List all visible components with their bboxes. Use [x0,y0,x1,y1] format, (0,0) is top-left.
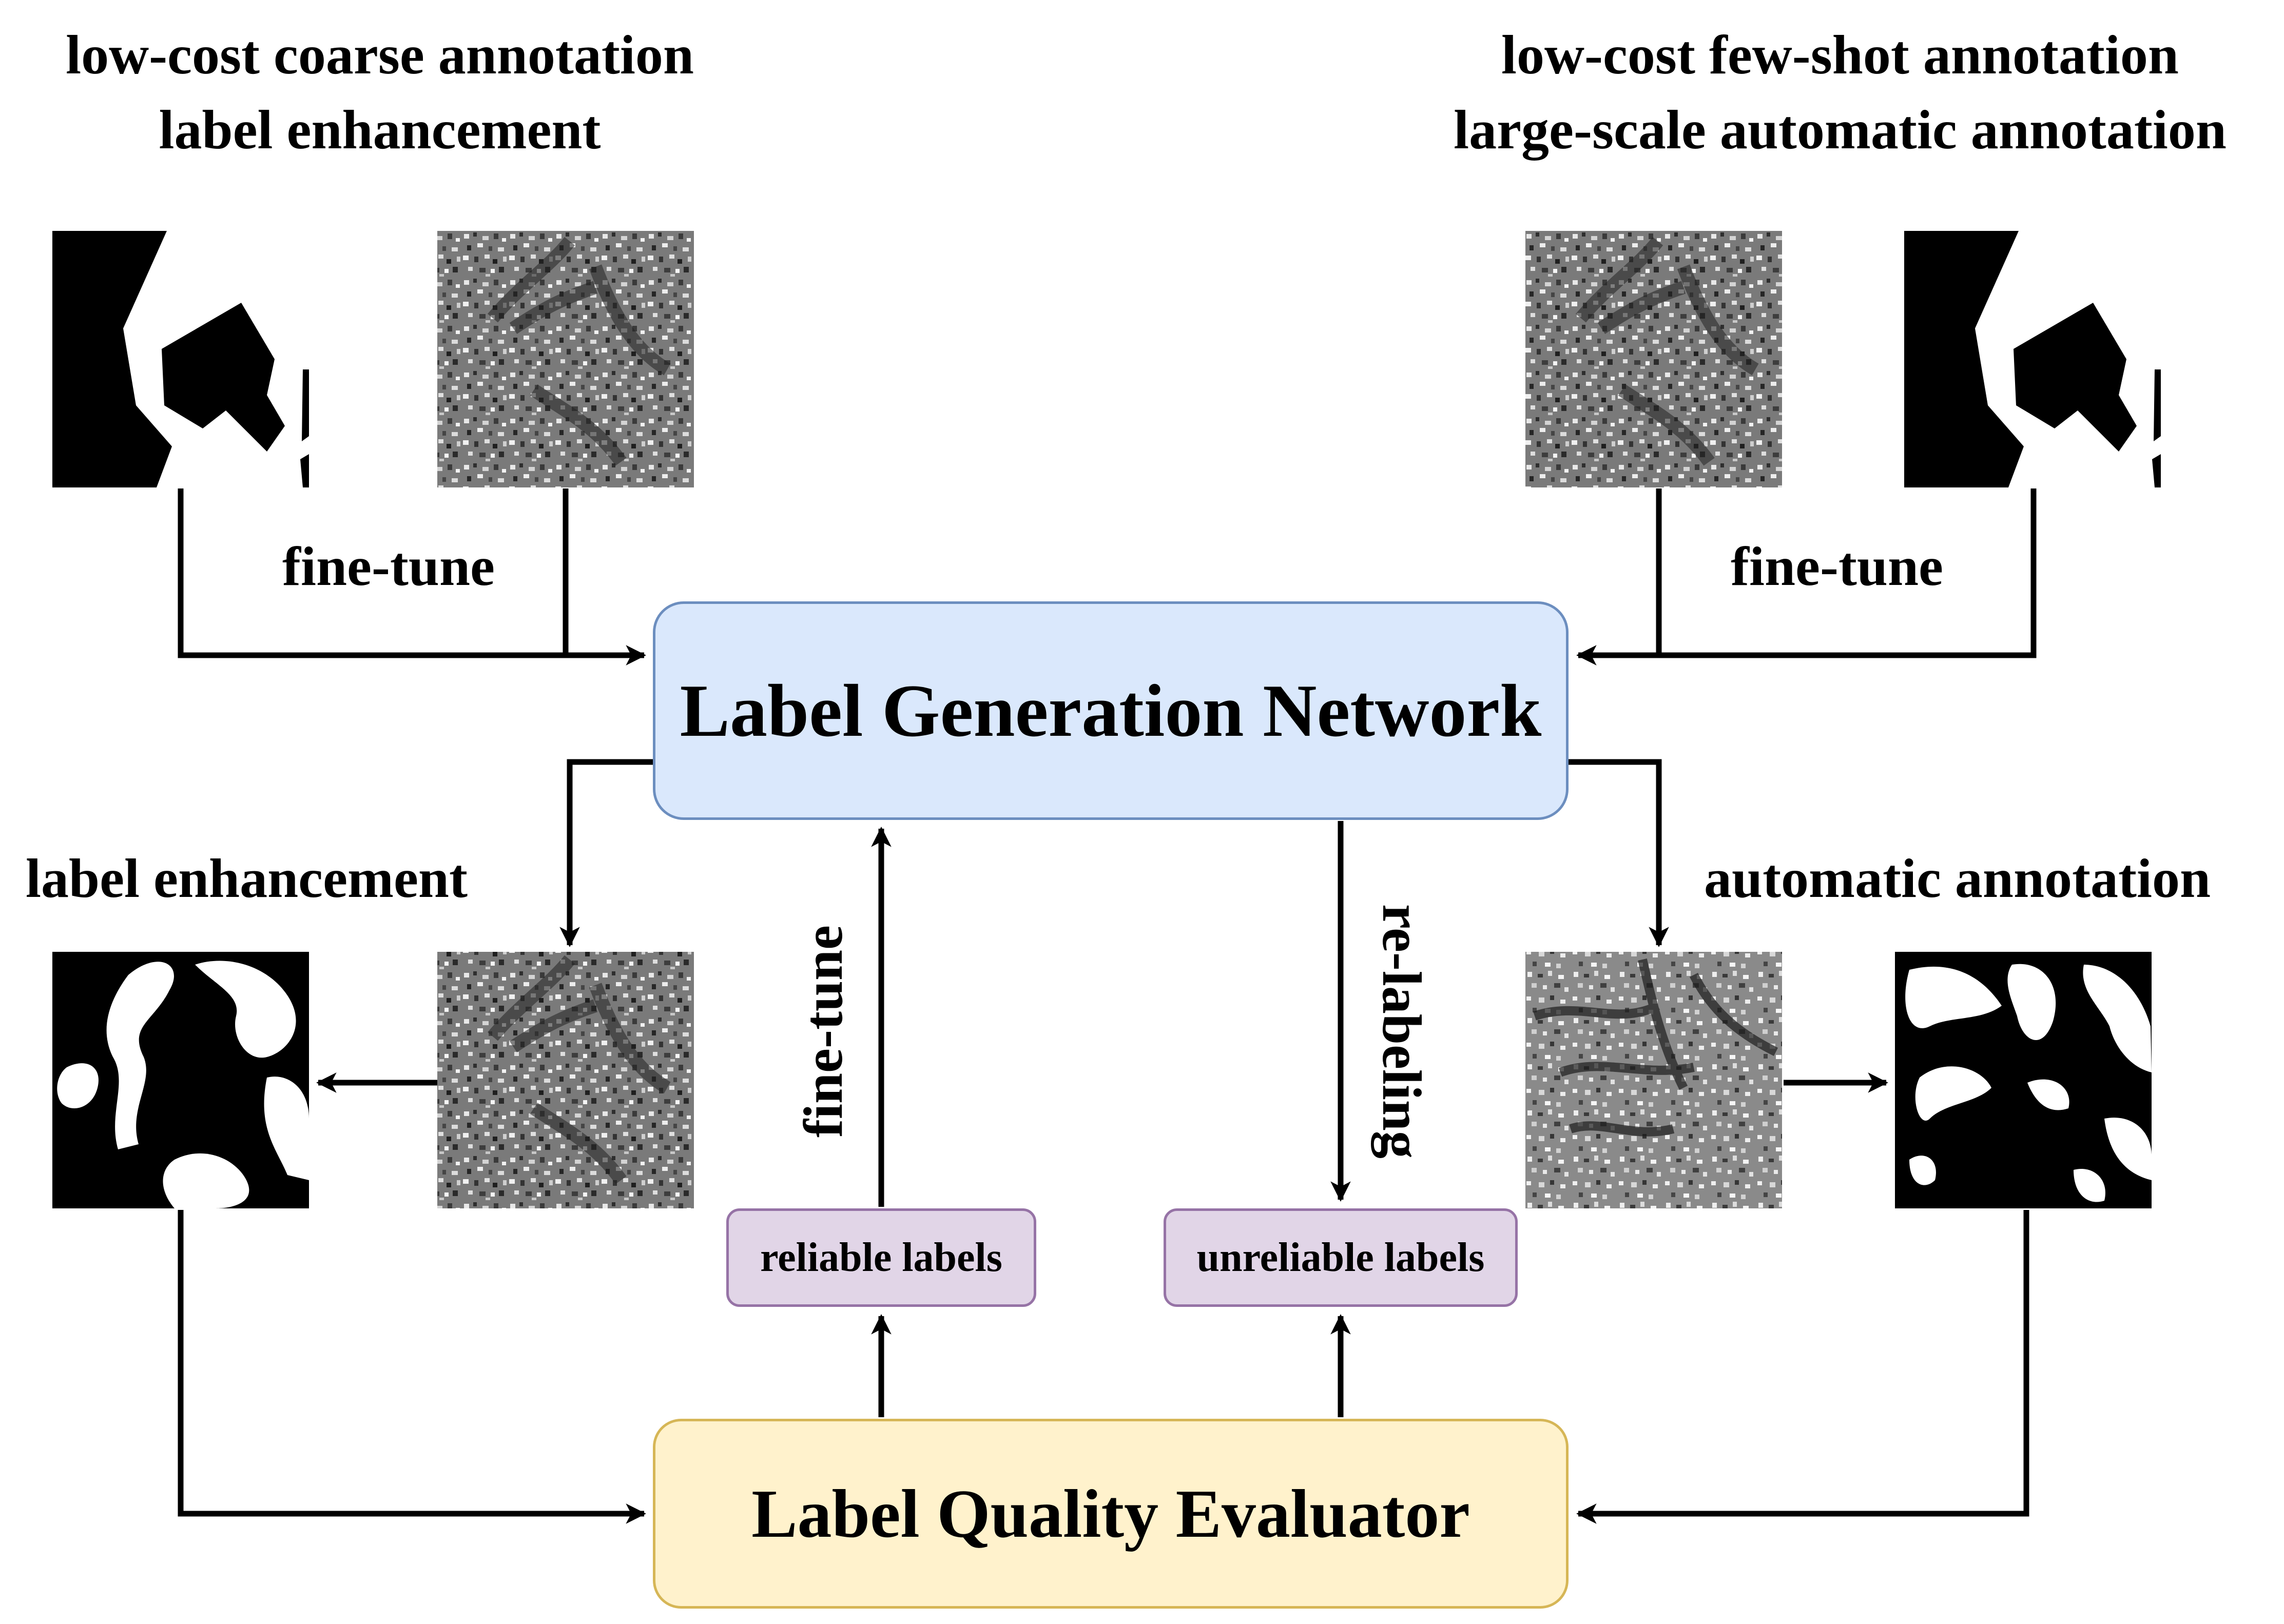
heading-top-left: low-cost coarse annotation label enhance… [28,18,731,168]
few-shot-mask-image [1904,231,2161,487]
heading-mid-right: automatic annotation [1704,848,2211,909]
arrow-few-shot-to-generator [1576,488,2037,666]
edge-label-fine-tune-right: fine-tune [1731,536,1943,597]
heading-top-left-line2: label enhancement [159,100,601,161]
reliable-labels-node: reliable labels [726,1208,1036,1307]
arrow-generator-to-mid-right [1569,759,1669,947]
coarse-mask-image [52,231,309,487]
arrow-generator-to-mid-left [559,759,653,947]
unreliable-labels-node: unreliable labels [1164,1208,1518,1307]
connectors [178,488,2037,1524]
heading-mid-left: label enhancement [26,848,468,909]
label-quality-evaluator-label: Label Quality Evaluator [751,1476,1470,1552]
label-generation-network-node: Label Generation Network [653,601,1569,820]
heading-top-right-line1: low-cost few-shot annotation [1501,25,2179,86]
edge-label-fine-tune-left: fine-tune [282,536,495,597]
heading-top-right: low-cost few-shot annotation large-scale… [1406,18,2274,168]
arrow-enhanced-to-evaluator [178,1210,646,1524]
unreliable-labels-label: unreliable labels [1196,1235,1485,1280]
label-quality-evaluator-node: Label Quality Evaluator [653,1419,1569,1609]
enhanced-label-image [52,952,309,1208]
label-generation-network-label: Label Generation Network [680,669,1542,752]
arrow-annotation-to-evaluator [1576,1210,2029,1524]
arrow-coarse-mask-to-generator [178,488,646,666]
sar-image-mid-right [1525,952,1782,1208]
edge-label-fine-tune-vertical: fine-tune [793,925,854,1138]
sar-image-mid-left [437,952,694,1208]
reliable-labels-label: reliable labels [760,1235,1002,1280]
sar-image-top-right [1525,231,1782,487]
heading-top-left-line1: low-cost coarse annotation [66,25,694,86]
edge-label-relabeling-vertical: re-labeling [1371,904,1432,1159]
sar-image-top-left [437,231,694,487]
automatic-annotation-image [1895,952,2152,1208]
heading-top-right-line2: large-scale automatic annotation [1454,100,2227,161]
